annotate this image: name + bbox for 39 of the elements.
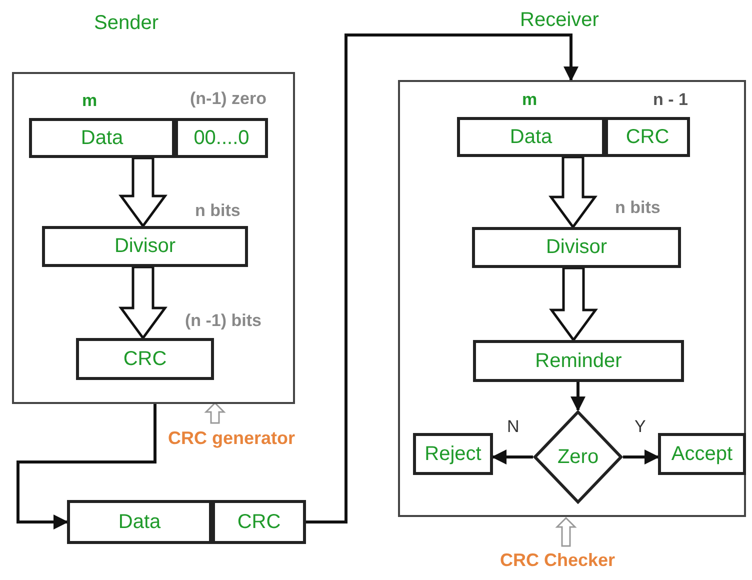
box-label: Divisor	[546, 236, 608, 259]
box-label: 00....0	[194, 126, 250, 150]
arrow	[492, 450, 533, 464]
process-box	[212, 500, 306, 544]
box-label: CRC	[626, 126, 670, 148]
box-label: Reject	[424, 442, 482, 466]
bit-width-label: (n -1) bits	[185, 311, 262, 331]
hollow-arrow	[548, 156, 598, 230]
bit-width-label: (n-1) zero	[190, 89, 266, 109]
box-label: CRC	[123, 348, 167, 370]
box-label: Zero	[557, 446, 599, 468]
bit-width-label: m	[82, 91, 98, 111]
box-label: Reminder	[535, 350, 622, 372]
section-heading: Receiver	[520, 9, 599, 32]
arrow	[570, 382, 586, 412]
callout-label: CRC generator	[168, 428, 296, 449]
arrow	[306, 34, 578, 524]
box-label: Data	[80, 126, 124, 150]
box-label: Divisor	[114, 235, 176, 258]
bit-width-label: n bits	[615, 198, 660, 218]
box-label: Accept	[671, 442, 733, 466]
hollow-arrow	[118, 266, 168, 340]
callout-label: CRC Checker	[500, 550, 616, 571]
section-heading: Sender	[94, 12, 158, 35]
hollow-arrow	[549, 266, 598, 342]
bit-width-label: m	[522, 90, 538, 110]
process-box	[658, 433, 746, 475]
process-box	[473, 340, 684, 382]
box-label: CRC	[237, 510, 281, 534]
bit-width-label: n - 1	[653, 90, 688, 110]
process-box	[413, 433, 493, 475]
decision-diamond	[533, 410, 623, 504]
box-label: Data	[118, 510, 161, 534]
process-box	[67, 500, 212, 544]
hollow-arrow	[118, 156, 168, 228]
bit-width-label: n bits	[195, 201, 240, 221]
arrow	[623, 450, 660, 464]
arrow	[16, 404, 156, 530]
box-label: Data	[510, 126, 552, 148]
